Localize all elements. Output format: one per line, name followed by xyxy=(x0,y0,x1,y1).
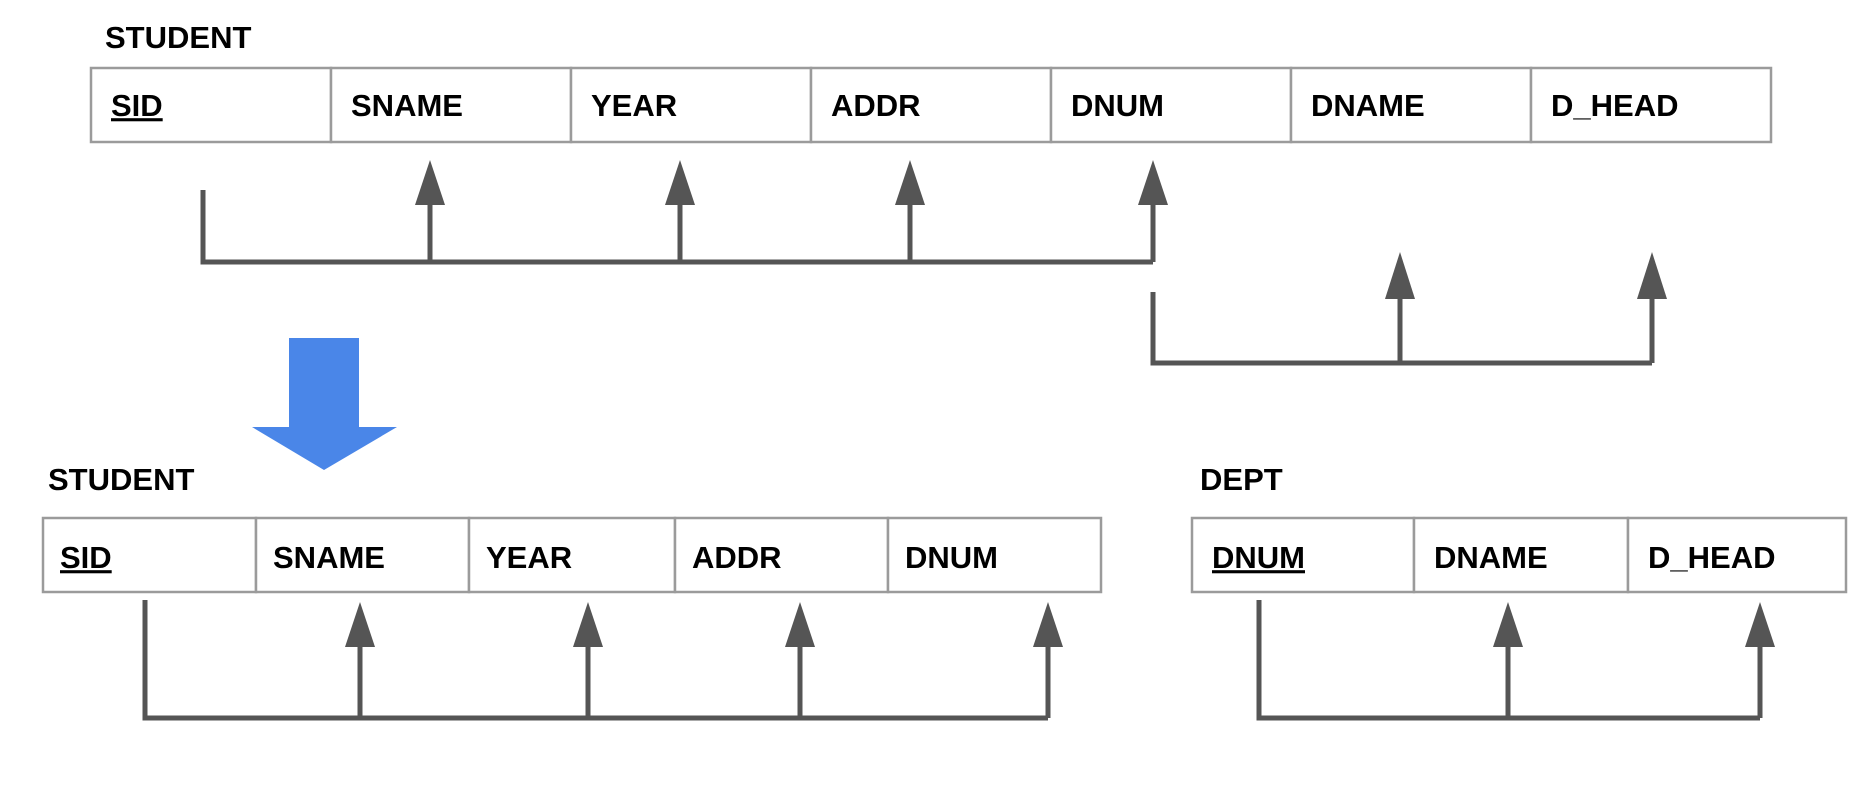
fd-dnum-determines xyxy=(1150,252,1667,366)
fd-arrowhead xyxy=(1745,602,1775,647)
attr-label-dname: DNAME xyxy=(1311,88,1425,123)
attr-label-sid: SID xyxy=(111,88,163,123)
fd-arrowhead xyxy=(345,602,375,647)
fd-dept-dnum xyxy=(1256,600,1775,721)
fd-arrowhead xyxy=(1637,252,1667,299)
fd-sid-determines xyxy=(200,160,1168,265)
normalized-student-title: STUDENT xyxy=(48,462,194,497)
normalized-student-table: STUDENT SID SNAME YEAR ADDR DNUM xyxy=(41,462,1103,594)
fd-arrowhead xyxy=(1138,160,1168,205)
decomposition-arrow xyxy=(252,338,397,470)
cell-box-dept-dname xyxy=(1412,516,1630,594)
fd-arrowhead xyxy=(415,160,445,205)
attr-label-student-addr: ADDR xyxy=(692,540,782,575)
cell-box-year xyxy=(569,66,813,144)
fd-arrowhead xyxy=(895,160,925,205)
normalized-dept-table: DEPT DNUM DNAME D_HEAD xyxy=(1190,462,1848,594)
fd-arrowhead xyxy=(1033,602,1063,647)
cell-box-student-dnum xyxy=(886,516,1103,594)
cell-box-dname xyxy=(1289,66,1533,144)
attr-label-dept-dnum: DNUM xyxy=(1212,540,1305,575)
cell-box-student-year xyxy=(467,516,677,594)
attr-label-student-sname: SNAME xyxy=(273,540,385,575)
unnormalized-table-title: STUDENT xyxy=(105,20,251,55)
attr-label-student-dnum: DNUM xyxy=(905,540,998,575)
cell-box-dept-dhead xyxy=(1626,516,1848,594)
fd-student-sid xyxy=(142,600,1063,721)
attr-label-dept-dhead: D_HEAD xyxy=(1648,540,1775,575)
unnormalized-student-table: STUDENT SID SNAME YEAR ADDR DNUM DNAME D… xyxy=(89,20,1773,144)
fd-arrowhead xyxy=(665,160,695,205)
attr-label-dnum: DNUM xyxy=(1071,88,1164,123)
down-arrow-icon xyxy=(252,338,397,470)
fd-arrowhead xyxy=(785,602,815,647)
cell-box-dept-dnum xyxy=(1190,516,1416,594)
attr-label-sname: SNAME xyxy=(351,88,463,123)
attr-label-year: YEAR xyxy=(591,88,677,123)
cell-box-sid xyxy=(89,66,333,144)
cell-box-dnum xyxy=(1049,66,1293,144)
attr-label-addr: ADDR xyxy=(831,88,921,123)
cell-box-student-sid xyxy=(41,516,258,594)
attr-label-student-sid: SID xyxy=(60,540,112,575)
fd-arrowhead xyxy=(1493,602,1523,647)
attr-label-dhead: D_HEAD xyxy=(1551,88,1678,123)
fd-arrowhead xyxy=(1385,252,1415,299)
fd-arrowhead xyxy=(573,602,603,647)
cell-box-sname xyxy=(329,66,573,144)
cell-box-student-sname xyxy=(254,516,471,594)
attr-label-student-year: YEAR xyxy=(486,540,572,575)
normalized-dept-title: DEPT xyxy=(1200,462,1283,497)
attr-label-dept-dname: DNAME xyxy=(1434,540,1548,575)
cell-box-dhead xyxy=(1529,66,1773,144)
